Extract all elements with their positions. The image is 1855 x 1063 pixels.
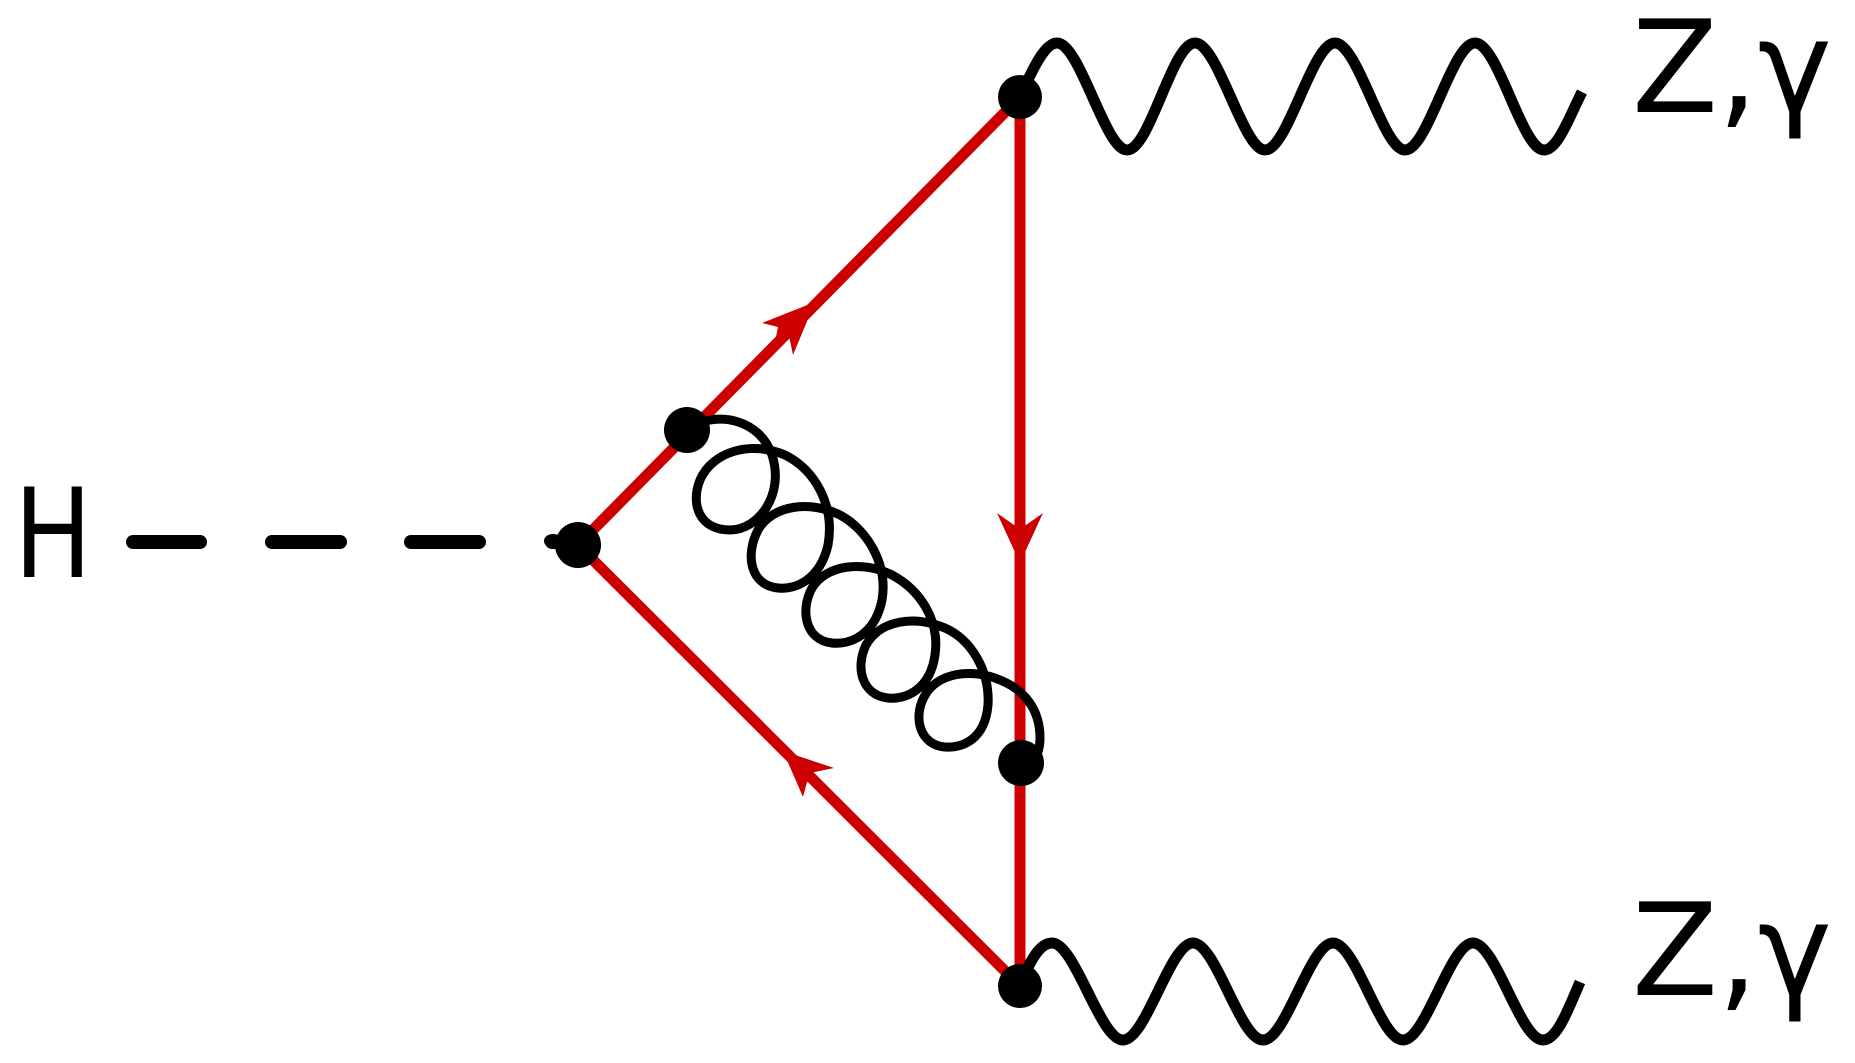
photon-line-bottom — [1014, 937, 1586, 1046]
vertex-gluon-upper — [664, 407, 710, 453]
vertex-higgs — [555, 522, 601, 568]
higgs-label: H — [14, 463, 92, 607]
vertices — [544, 75, 1044, 1008]
boson-label-top: Z,γ — [1632, 0, 1832, 143]
photon-line-top — [1014, 37, 1587, 156]
fermion-arrows — [762, 302, 1043, 797]
fermion-loop — [574, 93, 1026, 990]
arrow-upper-icon — [762, 302, 815, 355]
boson-label-bottom: Z,γ — [1632, 877, 1832, 1026]
vertex-top — [998, 75, 1042, 119]
gluon-line — [690, 414, 1045, 769]
arrow-vertical-icon — [997, 513, 1043, 563]
vertex-bottom — [998, 964, 1042, 1008]
vertex-gluon-lower — [998, 740, 1044, 786]
vertex-higgs-tail — [544, 534, 562, 548]
arrow-lower-icon — [783, 751, 834, 797]
